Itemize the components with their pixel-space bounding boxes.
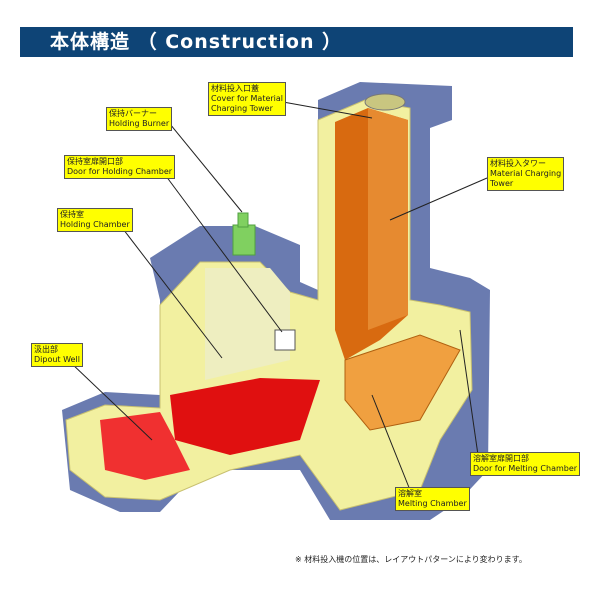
leader-lines [69, 99, 488, 491]
label-en: Holding Chamber [60, 220, 130, 229]
holding-door-opening [274, 329, 296, 351]
molten-metal-holding [170, 378, 320, 455]
page-title: 本体構造 （ Construction ） [20, 27, 573, 57]
label-jp: 溶解室 [398, 489, 422, 498]
label-jp: 汲出部 [34, 345, 58, 354]
label-jp: 保持バーナー [109, 109, 157, 118]
label-dipout-well: 汲出部 Dipout Well [31, 343, 83, 367]
molten-metal-dipout [100, 412, 190, 480]
label-en: Charging Tower [211, 104, 273, 113]
charging-tower-side [368, 108, 408, 330]
holding-chamber-wall [205, 268, 290, 380]
label-en: Dipout Well [34, 355, 80, 364]
label-jp: 保持室扉開口部 [67, 157, 123, 166]
label-jp: 材料投入タワー [490, 159, 546, 168]
label-jp: 溶解室扉開口部 [473, 454, 529, 463]
melting-chamber-hearth [344, 334, 461, 431]
label-charging-tower: 材料投入タワー Material Charging Tower [487, 157, 565, 191]
label-holding-burner: 保持バーナー Holding Burner [106, 107, 173, 131]
label-en: Melting Chamber [398, 499, 467, 508]
label-en: Holding Burner [109, 119, 170, 128]
label-melting-chamber: 溶解室 Melting Chamber [395, 487, 470, 511]
holding-burner [232, 224, 256, 256]
label-en: Tower [490, 179, 514, 188]
label-jp: 材料投入口蓋 [211, 84, 259, 93]
tower-top-opening [364, 93, 406, 111]
label-cover: 材料投入口蓋 Cover for Material Charging Tower [208, 82, 287, 116]
label-jp: 保持室 [60, 210, 84, 219]
label-melting-door: 溶解室扉開口部 Door for Melting Chamber [470, 452, 581, 476]
label-en: Material Charging [490, 169, 562, 178]
footnote: ※ 材料投入機の位置は、レイアウトパターンにより変わります。 [295, 555, 527, 564]
label-holding-door: 保持室扉開口部 Door for Holding Chamber [64, 155, 176, 179]
label-en: Door for Melting Chamber [473, 464, 578, 473]
label-holding-chamber: 保持室 Holding Chamber [57, 208, 133, 232]
label-en: Cover for Material [211, 94, 284, 103]
label-en: Door for Holding Chamber [67, 167, 173, 176]
burner-top [237, 212, 249, 228]
